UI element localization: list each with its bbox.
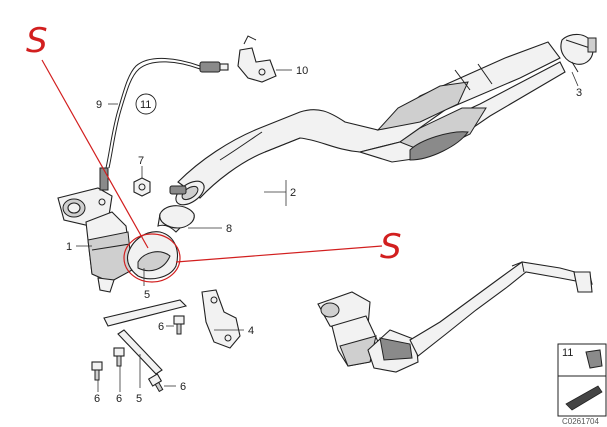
bracket-part-10 — [237, 35, 277, 83]
callout-11-circle — [135, 93, 157, 115]
red-annotations: S S — [26, 21, 402, 283]
callout-11-box: 11 — [562, 347, 573, 359]
callout-2: 2 — [290, 187, 296, 199]
clamp-part-3 — [560, 33, 597, 73]
annotation-pointer-left — [41, 59, 149, 249]
callout-labels: 1 2 3 4 5 5 6 6 6 6 7 8 9 10 11 11 — [66, 65, 582, 405]
annotation-circle — [123, 233, 181, 283]
catalyst-part-5 — [126, 185, 195, 280]
callout-9: 9 — [96, 99, 102, 111]
callout-4: 4 — [248, 325, 254, 337]
front-pipe-assembly — [175, 41, 566, 206]
catalytic-converter-part-1 — [57, 167, 133, 293]
callout-1: 1 — [66, 241, 72, 253]
callout-6-b: 6 — [94, 393, 100, 405]
index-box — [557, 343, 607, 417]
callout-11: 11 — [140, 99, 151, 111]
support-bracket-part-4 — [103, 289, 241, 375]
assembly-overview — [317, 261, 593, 373]
nut-part-7 — [133, 177, 151, 197]
callout-5-lower: 5 — [136, 393, 142, 405]
callout-7: 7 — [138, 155, 144, 167]
document-id: C0261704 — [562, 417, 599, 426]
callout-10: 10 — [296, 65, 308, 77]
bolts-part-6 — [91, 315, 185, 393]
callout-8: 8 — [226, 223, 232, 235]
callout-6-d: 6 — [180, 381, 186, 393]
annotation-pointer-right — [175, 245, 383, 263]
leader-lines — [76, 69, 579, 392]
callout-3: 3 — [576, 87, 582, 99]
callout-5-upper: 5 — [144, 289, 150, 301]
oxygen-sensor-cable-part-9 — [105, 57, 229, 169]
callout-6-c: 6 — [116, 393, 122, 405]
annotation-mark-left: S — [26, 21, 48, 61]
annotation-mark-right: S — [380, 227, 402, 267]
callout-6-a: 6 — [158, 321, 164, 333]
